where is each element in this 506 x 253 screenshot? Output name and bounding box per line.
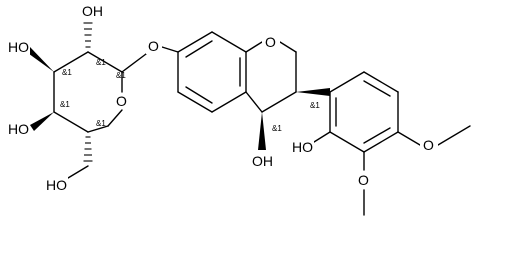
methoxy-o-right-label: O xyxy=(423,137,434,153)
o-aryl-bond xyxy=(161,46,179,53)
methoxy-o-bottom-label: O xyxy=(358,172,369,188)
pyran-ring-o-label: O xyxy=(265,34,276,50)
atom-labels: OH HO HO O O HO O OH HO O O xyxy=(6,2,438,194)
c5-ch2-bond xyxy=(83,136,93,162)
stereo-label: &1 xyxy=(60,100,70,109)
glucose-ring xyxy=(53,51,123,133)
c4-oh-label: OH xyxy=(252,153,273,169)
stereo-label: &1 xyxy=(96,58,106,67)
methoxy-right-bond xyxy=(397,131,421,146)
sugar-ring-o-label: O xyxy=(116,93,127,109)
phenol-oh-label: HO xyxy=(292,139,313,155)
stereo-label: &1 xyxy=(96,119,106,128)
c3-aryl-wedge xyxy=(296,88,330,96)
phenyl-ring xyxy=(329,71,399,153)
stereo-label: &1 xyxy=(62,68,72,77)
glycosidic-o-label: O xyxy=(148,38,159,54)
c3-oh-bond xyxy=(25,47,54,72)
pyran-ring xyxy=(245,41,297,113)
stereo-label: &1 xyxy=(310,101,320,110)
stereo-label: &1 xyxy=(116,71,126,80)
c1-o-bond xyxy=(121,53,147,73)
c4-oh-bond xyxy=(30,112,54,131)
stereo-label: &1 xyxy=(272,124,282,133)
sugar-oh-top-label: OH xyxy=(82,3,103,19)
c4-oh-wedge xyxy=(258,112,266,150)
stereo-labels: &1 &1 &1 &1 &1 &1 &1 xyxy=(60,58,320,133)
ch2-ho-bond xyxy=(67,165,89,179)
sugar-oh-bottom-left-label: HO xyxy=(8,121,29,137)
ch2oh-ho-label: HO xyxy=(46,177,67,193)
methoxy-right-methyl xyxy=(437,125,471,146)
sugar-oh-left-label: HO xyxy=(8,39,29,55)
c2-oh-bond xyxy=(83,22,93,48)
phenol-oh-bond xyxy=(313,131,331,143)
benzo-ring xyxy=(177,31,247,113)
